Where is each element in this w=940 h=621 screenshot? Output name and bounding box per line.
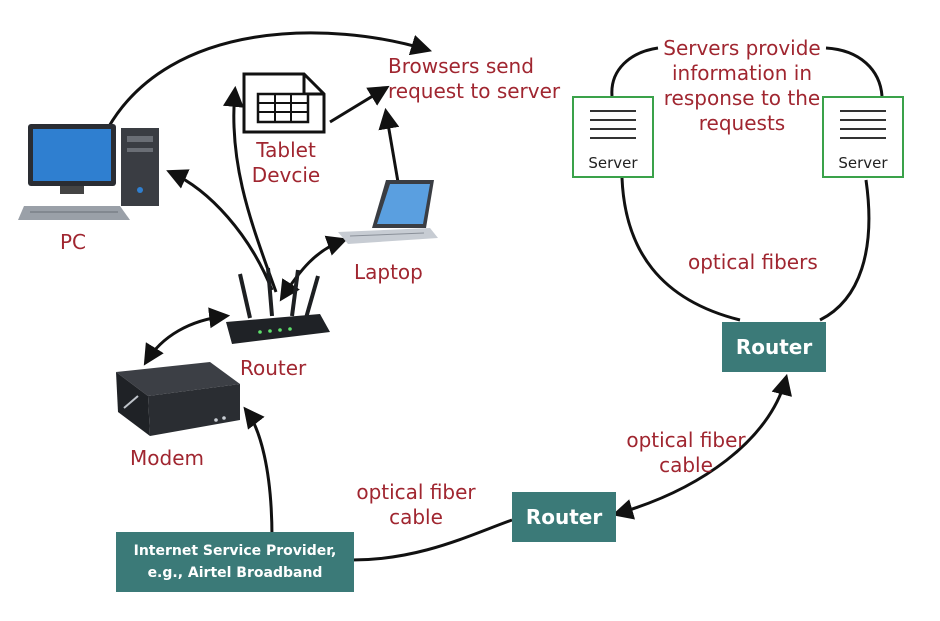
isp-box: Internet Service Provider, e.g., Airtel … xyxy=(116,532,354,592)
router-home-label: Router xyxy=(240,356,307,380)
server-left-label: Server xyxy=(588,154,638,172)
isp-line: e.g., Airtel Broadband xyxy=(147,565,323,581)
fiber-cable-bottom-line: optical fiber xyxy=(356,480,476,504)
fiber-cable-right-line: cable xyxy=(659,453,713,477)
arrow-tablet-to-browsers xyxy=(329,85,390,124)
line-router-to-server-left xyxy=(620,177,741,322)
servers-provide-label: Servers provide information in response … xyxy=(655,36,829,136)
line-isp-to-router xyxy=(351,518,513,562)
server-right-lines xyxy=(840,110,886,146)
isp-line: Internet Service Provider, xyxy=(133,543,337,559)
pc-label: PC xyxy=(60,230,87,254)
tablet-label-line: Tablet xyxy=(256,138,316,162)
arrow-router-laptop xyxy=(279,235,348,302)
servers-provide-line: Servers provide xyxy=(663,36,821,60)
tablet-label: Tablet Devcie xyxy=(246,138,326,188)
laptop-icon xyxy=(338,180,438,244)
arrow-pc-to-browsers xyxy=(106,31,433,129)
pc-icon xyxy=(18,124,159,220)
arrow-router-router xyxy=(611,373,792,520)
tablet-label-line: Devcie xyxy=(251,163,321,187)
optical-fibers-label: optical fibers xyxy=(688,250,818,274)
server-left: Server xyxy=(572,96,654,178)
arrow-router-modem xyxy=(143,307,231,366)
browsers-label-line: request to server xyxy=(388,79,561,103)
server-right: Server xyxy=(822,96,904,178)
modem-icon xyxy=(116,362,240,436)
arrow-router-to-pc xyxy=(166,169,274,291)
browsers-label: Browsers send request to server xyxy=(388,54,560,104)
line-router-to-server-right xyxy=(819,179,871,322)
arrow-isp-to-modem xyxy=(243,406,274,539)
line-label-to-server-right xyxy=(825,46,884,97)
laptop-label: Laptop xyxy=(354,260,423,284)
arrow-router-to-tablet xyxy=(222,85,278,293)
browsers-label-line: Browsers send xyxy=(388,54,534,78)
server-left-lines xyxy=(590,110,636,146)
fiber-cable-right-line: optical fiber xyxy=(626,428,746,452)
servers-provide-line: requests xyxy=(698,111,786,135)
router-top-box: Router xyxy=(722,322,826,372)
servers-provide-line: information in xyxy=(671,61,813,85)
router-home-icon xyxy=(226,267,330,344)
router-middle-box: Router xyxy=(512,492,616,542)
servers-provide-line: response to the xyxy=(663,86,821,110)
modem-label: Modem xyxy=(130,446,204,470)
tablet-icon xyxy=(242,72,326,134)
line-server-left-to-label xyxy=(610,46,659,97)
fiber-cable-bottom-line: cable xyxy=(389,505,443,529)
fiber-cable-right-label: optical fiber cable xyxy=(616,428,756,478)
server-right-label: Server xyxy=(838,154,888,172)
connectors xyxy=(106,31,884,562)
arrow-laptop-to-browsers xyxy=(378,107,400,183)
fiber-cable-bottom-label: optical fiber cable xyxy=(346,480,486,530)
